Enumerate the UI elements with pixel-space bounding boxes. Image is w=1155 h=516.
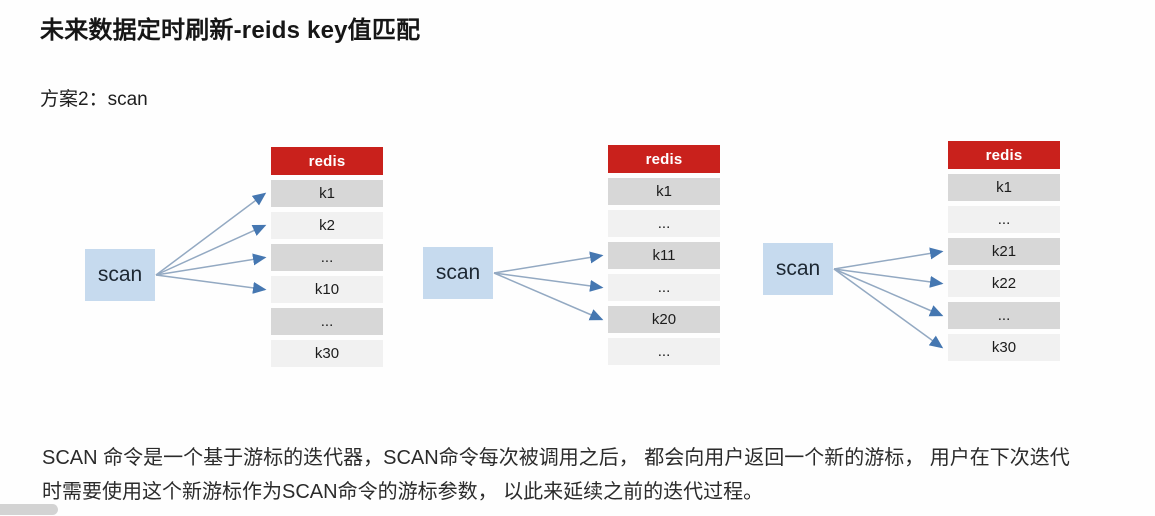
description-line-1: SCAN 命令是一个基于游标的迭代器，SCAN命令每次被调用之后， 都会向用户返… [42,447,1070,469]
redis-key-row: k1 [608,178,720,205]
scan-diagram-3: scan redis k1 ... k21 k22 ... k30 [758,134,1060,369]
redis-table-header: redis [271,147,383,175]
video-progress-artifact [0,504,58,515]
redis-key-row: k2 [271,212,383,239]
scan-diagram-1: scan redis k1 k2 ... k10 ... k30 [80,140,383,375]
redis-key-row: k30 [271,340,383,367]
redis-key-row: k20 [608,306,720,333]
page-title: 未来数据定时刷新-reids key值匹配 [40,17,421,44]
scan-box: scan [763,243,833,295]
description-line-2: 时需要使用这个新游标作为SCAN命令的游标参数， 以此来延续之前的迭代过程。 [42,481,764,503]
redis-table-header: redis [608,145,720,173]
redis-key-row: ... [608,338,720,365]
redis-key-row: k1 [271,180,383,207]
redis-key-row: ... [948,302,1060,329]
redis-table-header: redis [948,141,1060,169]
redis-key-row: k21 [948,238,1060,265]
scan-diagram-2: scan redis k1 ... k11 ... k20 ... [418,138,720,373]
scan-box: scan [423,247,493,299]
scan-box: scan [85,249,155,301]
redis-key-row: ... [271,244,383,271]
redis-key-row: k22 [948,270,1060,297]
redis-table: redis k1 k2 ... k10 ... k30 [271,147,383,367]
scheme-subtitle: 方案2：scan [40,89,148,110]
redis-key-row: ... [608,274,720,301]
redis-table: redis k1 ... k21 k22 ... k30 [948,141,1060,361]
redis-key-row: ... [948,206,1060,233]
redis-table: redis k1 ... k11 ... k20 ... [608,145,720,365]
redis-key-row: k1 [948,174,1060,201]
redis-key-row: ... [608,210,720,237]
description-paragraph: SCAN 命令是一个基于游标的迭代器，SCAN命令每次被调用之后， 都会向用户返… [42,441,1142,509]
redis-key-row: ... [271,308,383,335]
redis-key-row: k30 [948,334,1060,361]
redis-key-row: k11 [608,242,720,269]
redis-key-row: k10 [271,276,383,303]
